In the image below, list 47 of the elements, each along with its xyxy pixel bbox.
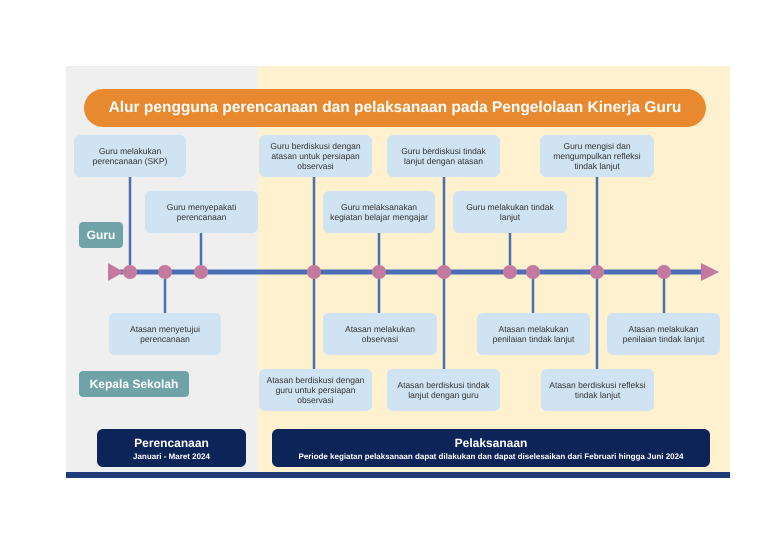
phase-period: Januari - Maret 2024 <box>133 452 210 460</box>
role-label: Guru <box>79 222 123 248</box>
step-box: Guru berdiskusi tindak lanjut dengan atasan <box>387 135 500 177</box>
connector-line <box>442 279 446 369</box>
step-box: Atasan melakukan penilaian tindak lanjut <box>477 313 590 355</box>
timeline-dot <box>123 265 137 279</box>
step-box: Guru berdiskusi dengan atasan untuk persiapan observasi <box>259 135 372 177</box>
step-box: Guru melakukan tindak lanjut <box>453 191 567 233</box>
timeline-dot <box>657 265 671 279</box>
connector-line <box>662 279 666 313</box>
timeline-dot <box>372 265 386 279</box>
connector-line <box>200 233 202 265</box>
connector-line <box>128 177 132 265</box>
connector-line <box>532 279 534 313</box>
step-box: Atasan menyetujui perencanaan <box>109 313 221 355</box>
timeline-dot <box>194 265 208 279</box>
phase-box <box>97 429 246 467</box>
role-label: Kepala Sekolah <box>79 371 189 397</box>
timeline-dot <box>526 265 540 279</box>
connector-line <box>312 279 316 369</box>
timeline-dot <box>503 265 517 279</box>
connector-line <box>596 177 598 265</box>
connector-line <box>378 233 380 265</box>
timeline-dot <box>158 265 172 279</box>
connector-line <box>596 279 598 369</box>
timeline-dot <box>590 265 604 279</box>
phase-period: Periode kegiatan pelaksanaan dapat dilakukan dan dapat diselesaikan dari Februari hingga Juni 2024 <box>298 452 684 460</box>
step-box: Atasan melakukan observasi <box>323 313 437 355</box>
step-box: Guru melaksanakan kegiatan belajar mengajar <box>323 191 435 233</box>
step-box: Atasan melakukan penilaian tindak lanjut <box>607 313 720 355</box>
step-box: Guru mengisi dan mengumpulkan refleksi tindak lanjut <box>540 135 654 177</box>
title-banner: Alur pengguna perencanaan dan pelaksanaan pada Pengelolaan Kinerja Guru <box>84 89 706 127</box>
connector-line <box>312 177 316 265</box>
step-box: Atasan berdiskusi dengan guru untuk persiapan observasi <box>259 369 372 411</box>
connector-line <box>378 279 380 313</box>
timeline-dot <box>437 265 451 279</box>
step-box: Guru melakukan perencanaan (SKP) <box>74 135 186 177</box>
timeline-dot <box>307 265 321 279</box>
connector-line <box>164 279 166 313</box>
connector-line <box>508 233 512 265</box>
step-box: Atasan berdiskusi tindak lanjut dengan guru <box>387 369 500 411</box>
connector-line <box>442 177 446 265</box>
step-box: Atasan berdiskusi refleksi tindak lanjut <box>541 369 654 411</box>
step-box: Guru menyepakati perencanaan <box>145 191 258 233</box>
phase-title: Pelaksanaan <box>454 436 528 450</box>
phase-title: Perencanaan <box>134 436 209 450</box>
phase-box <box>272 429 710 467</box>
